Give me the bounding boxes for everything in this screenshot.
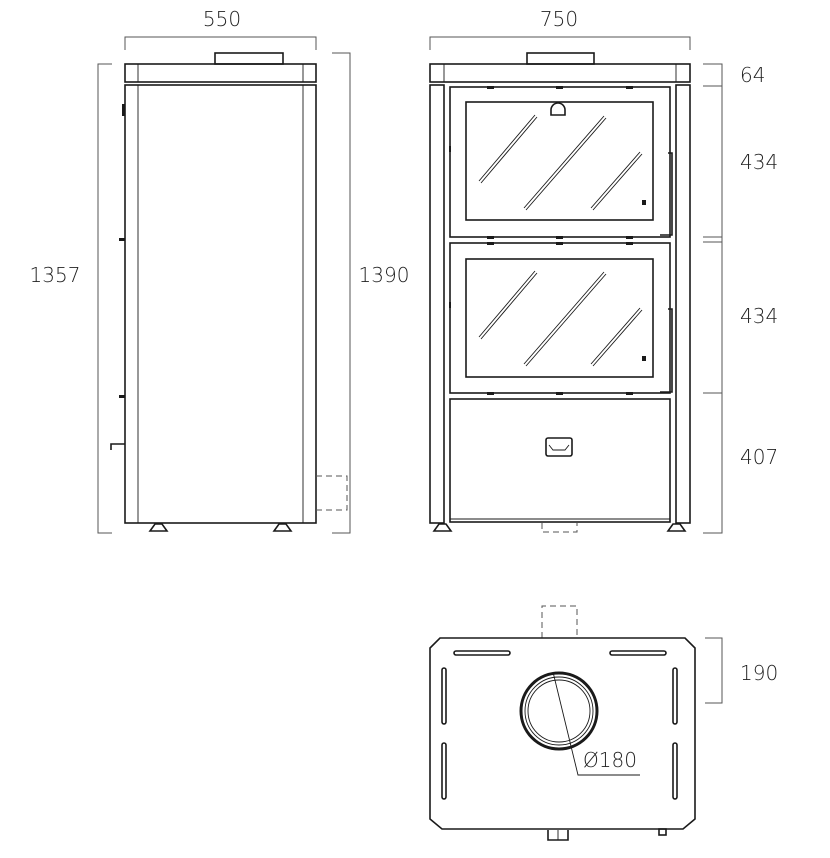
lower-door-section-label: 434 bbox=[740, 304, 778, 328]
diameter-leader-line bbox=[552, 671, 640, 776]
flue-height-label: 1390 bbox=[359, 263, 410, 287]
side-view: 550 1357 1390 bbox=[30, 7, 410, 534]
flue-outlet-circle bbox=[519, 671, 599, 751]
foot bbox=[148, 523, 169, 532]
upper-door bbox=[449, 86, 671, 238]
side-width-label: 550 bbox=[203, 7, 241, 31]
top-plate bbox=[124, 63, 317, 83]
lower-door-glass bbox=[465, 258, 654, 378]
drawer-section-label: 407 bbox=[740, 445, 778, 469]
height-dimension-line bbox=[97, 63, 112, 534]
glass-reflection-icon bbox=[478, 270, 643, 367]
top-plate-outline bbox=[429, 637, 696, 830]
door-handle bbox=[660, 152, 673, 236]
vent-slots bbox=[441, 650, 678, 800]
width-dimension-line bbox=[124, 36, 317, 50]
side-height-label: 1357 bbox=[30, 263, 81, 287]
flue-height-dimension-line bbox=[332, 52, 351, 534]
foot bbox=[272, 523, 293, 532]
flue-outline bbox=[541, 605, 578, 638]
foot bbox=[432, 523, 453, 532]
lower-door bbox=[449, 242, 671, 394]
top-view: Ø180 190 bbox=[429, 605, 778, 841]
front-width-label: 750 bbox=[540, 7, 578, 31]
top-depth-label: 190 bbox=[740, 661, 778, 685]
flue-collar bbox=[214, 52, 284, 65]
front-width-dimension-line bbox=[429, 36, 691, 50]
door-handle bbox=[660, 308, 673, 393]
front-view: 750 bbox=[429, 7, 778, 534]
flue-diameter-label: Ø180 bbox=[583, 748, 637, 772]
drawer-handle-icon bbox=[545, 437, 573, 457]
depth-dimension-line bbox=[705, 637, 723, 704]
rear-outlet-outline bbox=[316, 475, 348, 511]
flue-collar bbox=[526, 52, 595, 65]
air-regulator-icon bbox=[550, 102, 566, 116]
top-plate bbox=[429, 63, 691, 83]
top-section-label: 64 bbox=[740, 63, 765, 87]
ash-drawer bbox=[449, 398, 671, 523]
glass-reflection-icon bbox=[478, 114, 643, 211]
upper-door-section-label: 434 bbox=[740, 150, 778, 174]
upper-door-glass bbox=[465, 101, 654, 221]
foot bbox=[666, 523, 687, 532]
right-post bbox=[675, 84, 691, 524]
left-post bbox=[429, 84, 445, 524]
section-dimension-lines bbox=[703, 63, 723, 534]
handle-icon bbox=[110, 443, 125, 450]
side-body bbox=[124, 84, 317, 524]
rear-fitting bbox=[658, 828, 667, 836]
